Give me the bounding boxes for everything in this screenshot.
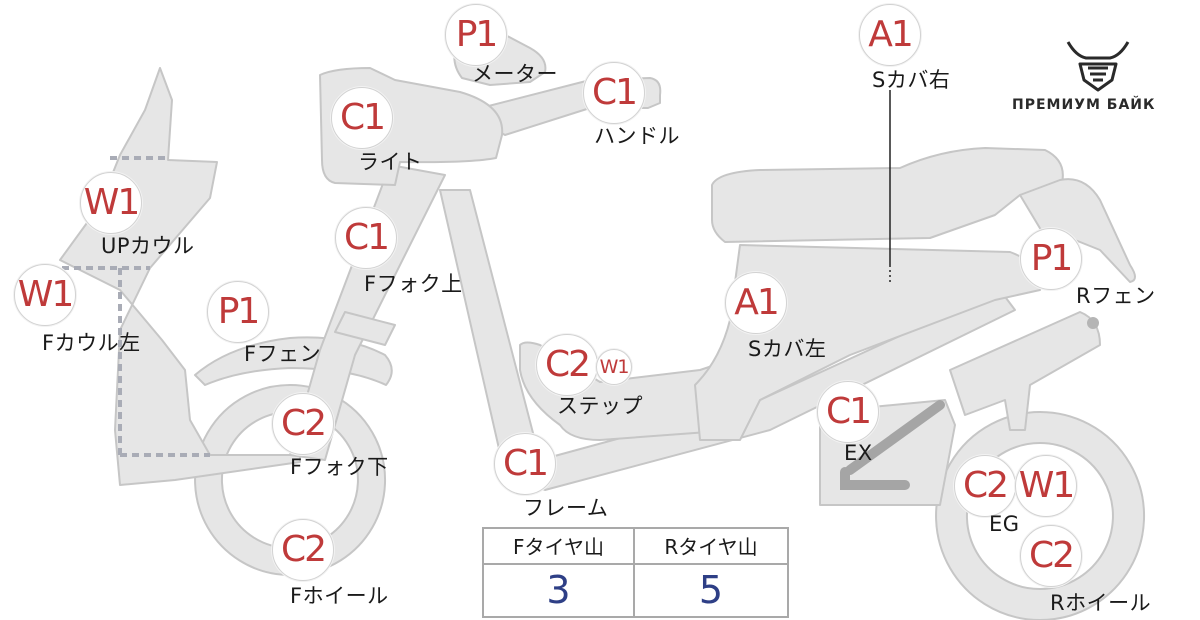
engine-grade-badge: C2 <box>954 455 1016 517</box>
exhaust-label: EX <box>844 441 873 465</box>
frame-grade-badge: C1 <box>494 433 556 495</box>
fork-lower-grade-badge: C2 <box>272 393 334 455</box>
front-fork-shape <box>289 164 446 461</box>
fork-upper-label: Fフォク上 <box>364 272 463 296</box>
front-tread-header: Fタイヤ山 <box>484 529 635 565</box>
f-fender-label: Fフェン <box>244 342 322 366</box>
engine-label: EG <box>989 512 1020 536</box>
s-cover-left-grade-badge: A1 <box>725 272 787 334</box>
r-wheel-grade-badge: C2 <box>1020 525 1082 587</box>
r-fender-label: Rフェン <box>1076 284 1156 308</box>
f-fender-grade-badge: P1 <box>207 281 269 343</box>
r-fender-grade-badge: P1 <box>1020 228 1082 290</box>
step-grade-badge: C2 <box>536 334 598 396</box>
handle-label: ハンドル <box>594 124 680 148</box>
step-label: ステップ <box>557 394 643 418</box>
bull-head-icon <box>1066 41 1130 92</box>
meter-label: メーター <box>472 62 558 86</box>
rear-shock-shape <box>949 311 1101 431</box>
fork-upper-grade-badge: C1 <box>335 207 397 269</box>
s-cover-left-label: Sカバ左 <box>748 337 827 361</box>
fork-lower-label: Fフォク下 <box>290 455 389 479</box>
light-label: ライト <box>358 150 423 174</box>
front-cowl-shape <box>59 67 301 486</box>
f-wheel-label: Fホイール <box>290 584 389 608</box>
frame-label: フレーム <box>523 496 609 520</box>
up-cowl-label: UPカウル <box>101 234 195 258</box>
rear-tread-value: 5 <box>698 568 724 612</box>
fork-clamp <box>334 311 396 346</box>
exhaust-grade-badge: C1 <box>817 381 879 443</box>
light-grade-badge: C1 <box>331 87 393 149</box>
f-wheel-grade-badge: C2 <box>272 519 334 581</box>
seat-shape <box>711 147 1064 243</box>
f-cowl-left-grade-badge: W1 <box>14 264 76 326</box>
f-cowl-left-label: Fカウル左 <box>42 331 141 355</box>
handle-grade-badge: C1 <box>583 62 645 124</box>
brand-name: ПРЕМИУМ БАЙК <box>1012 97 1156 113</box>
front-tread-value: 3 <box>484 565 635 616</box>
rear-tail-shape <box>1019 178 1136 283</box>
shock-bolt <box>1087 317 1099 329</box>
s-cover-right-grade-badge: A1 <box>859 4 921 66</box>
rear-tread-header: Rタイヤ山 <box>635 529 787 565</box>
meter-grade-badge: P1 <box>445 4 507 66</box>
r-wheel-label: Rホイール <box>1050 591 1152 615</box>
step-grade-badge-2: W1 <box>596 349 632 385</box>
exhaust-pipe-shape <box>840 400 945 490</box>
engine-grade-badge-2: W1 <box>1015 455 1077 517</box>
s-cover-right-label: Sカバ右 <box>872 68 951 92</box>
tire-tread-table: Fタイヤ山 Rタイヤ山 3 5 <box>482 527 789 618</box>
up-cowl-grade-badge: W1 <box>80 172 142 234</box>
